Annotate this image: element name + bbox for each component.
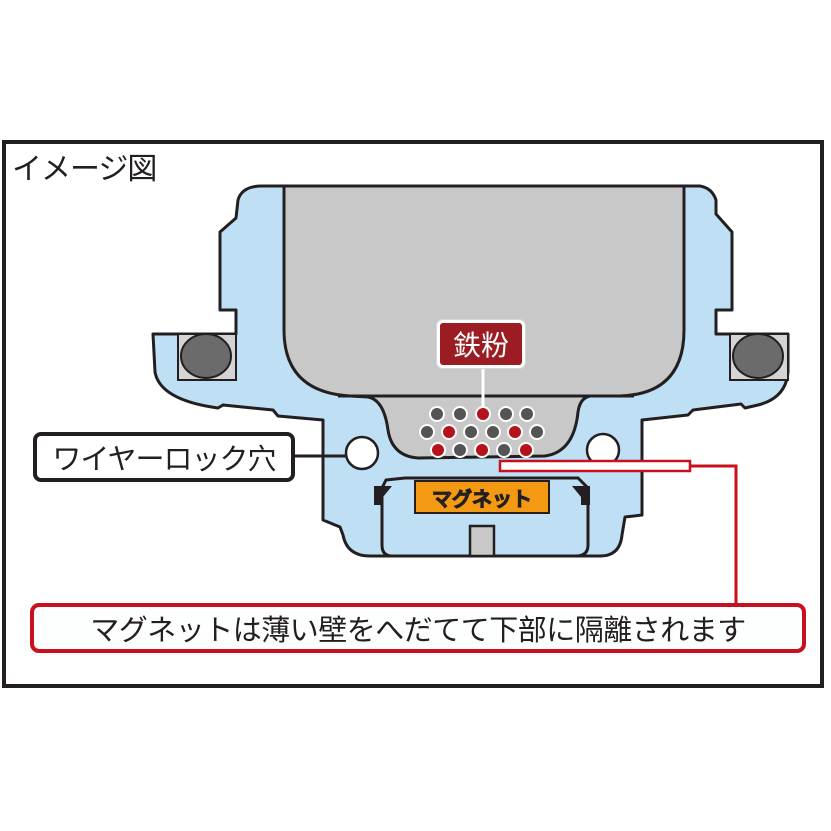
caption-box: マグネットは薄い壁をへだてて下部に隔離されます xyxy=(30,603,806,653)
magnet-clip-left xyxy=(374,486,392,505)
wire-lock-hole-label: ワイヤーロック穴 xyxy=(33,432,295,482)
figure-title: イメージ図 xyxy=(12,152,157,187)
oring-left xyxy=(180,333,232,379)
drain-slot xyxy=(468,524,496,558)
thin-wall-highlight xyxy=(498,459,692,473)
wire-lock-hole-left xyxy=(344,435,380,471)
caption-leader-line xyxy=(690,464,738,604)
iron-powder-label: 鉄粉 xyxy=(437,320,525,368)
magnet-clip-right xyxy=(572,486,590,505)
iron-particles xyxy=(419,406,545,458)
magnet-label: マグネット xyxy=(414,480,550,514)
oring-right xyxy=(732,333,784,379)
